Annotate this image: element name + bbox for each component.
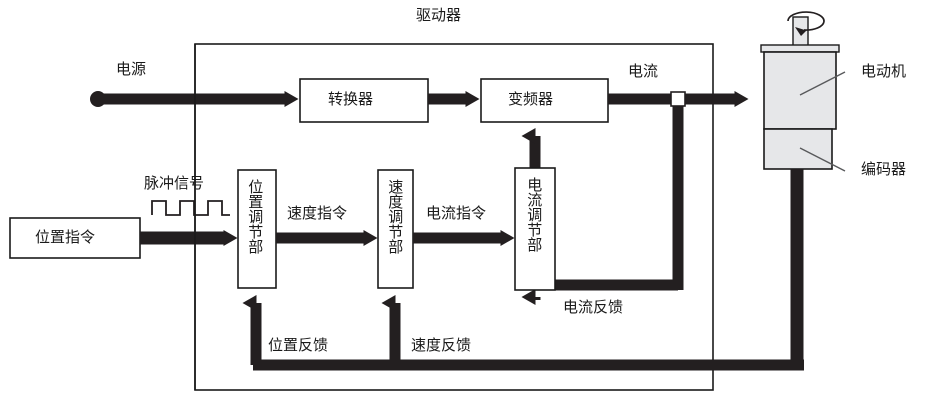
label-speed-feedback: 速度反馈 [411,336,472,354]
driver-enclosure-label: 驱动器 [416,6,462,24]
encoder-callout-leader [799,147,846,172]
inverter-label: 变频器 [508,90,554,108]
motor-body [763,51,837,130]
label-current: 电流 [628,62,659,80]
shaft-rotation-arrow [787,11,825,31]
label-speed-command: 速度指令 [287,204,348,222]
position-regulator-box [237,169,277,289]
converter-box [299,78,429,123]
speed-regulator-box [377,169,414,289]
position-regulator-label: 位置调节部 [246,179,265,254]
shaft-rotation-arrowhead [795,27,807,36]
current-regulator-box [514,167,556,291]
label-power-source: 电源 [116,60,147,78]
current-sensor-junction [670,91,686,107]
converter-label: 转换器 [328,90,374,108]
label-pulse-signal: 脉冲信号 [144,174,205,192]
encoder-callout-label: 编码器 [861,160,907,178]
encoder-body [763,128,833,170]
pulse-waveform [151,200,230,216]
label-current-command: 电流指令 [426,204,487,222]
motor-callout-label: 电动机 [861,62,907,80]
motor-flange [760,44,840,53]
motor-callout-leader [799,71,846,96]
label-position-feedback: 位置反馈 [268,336,329,354]
label-current-feedback: 电流反馈 [563,298,624,316]
position-command-label: 位置指令 [35,228,96,246]
current-regulator-label: 电流调节部 [525,177,544,252]
speed-regulator-label: 速度调节部 [386,179,405,254]
position-command-box [9,217,141,259]
inverter-box [480,78,609,123]
